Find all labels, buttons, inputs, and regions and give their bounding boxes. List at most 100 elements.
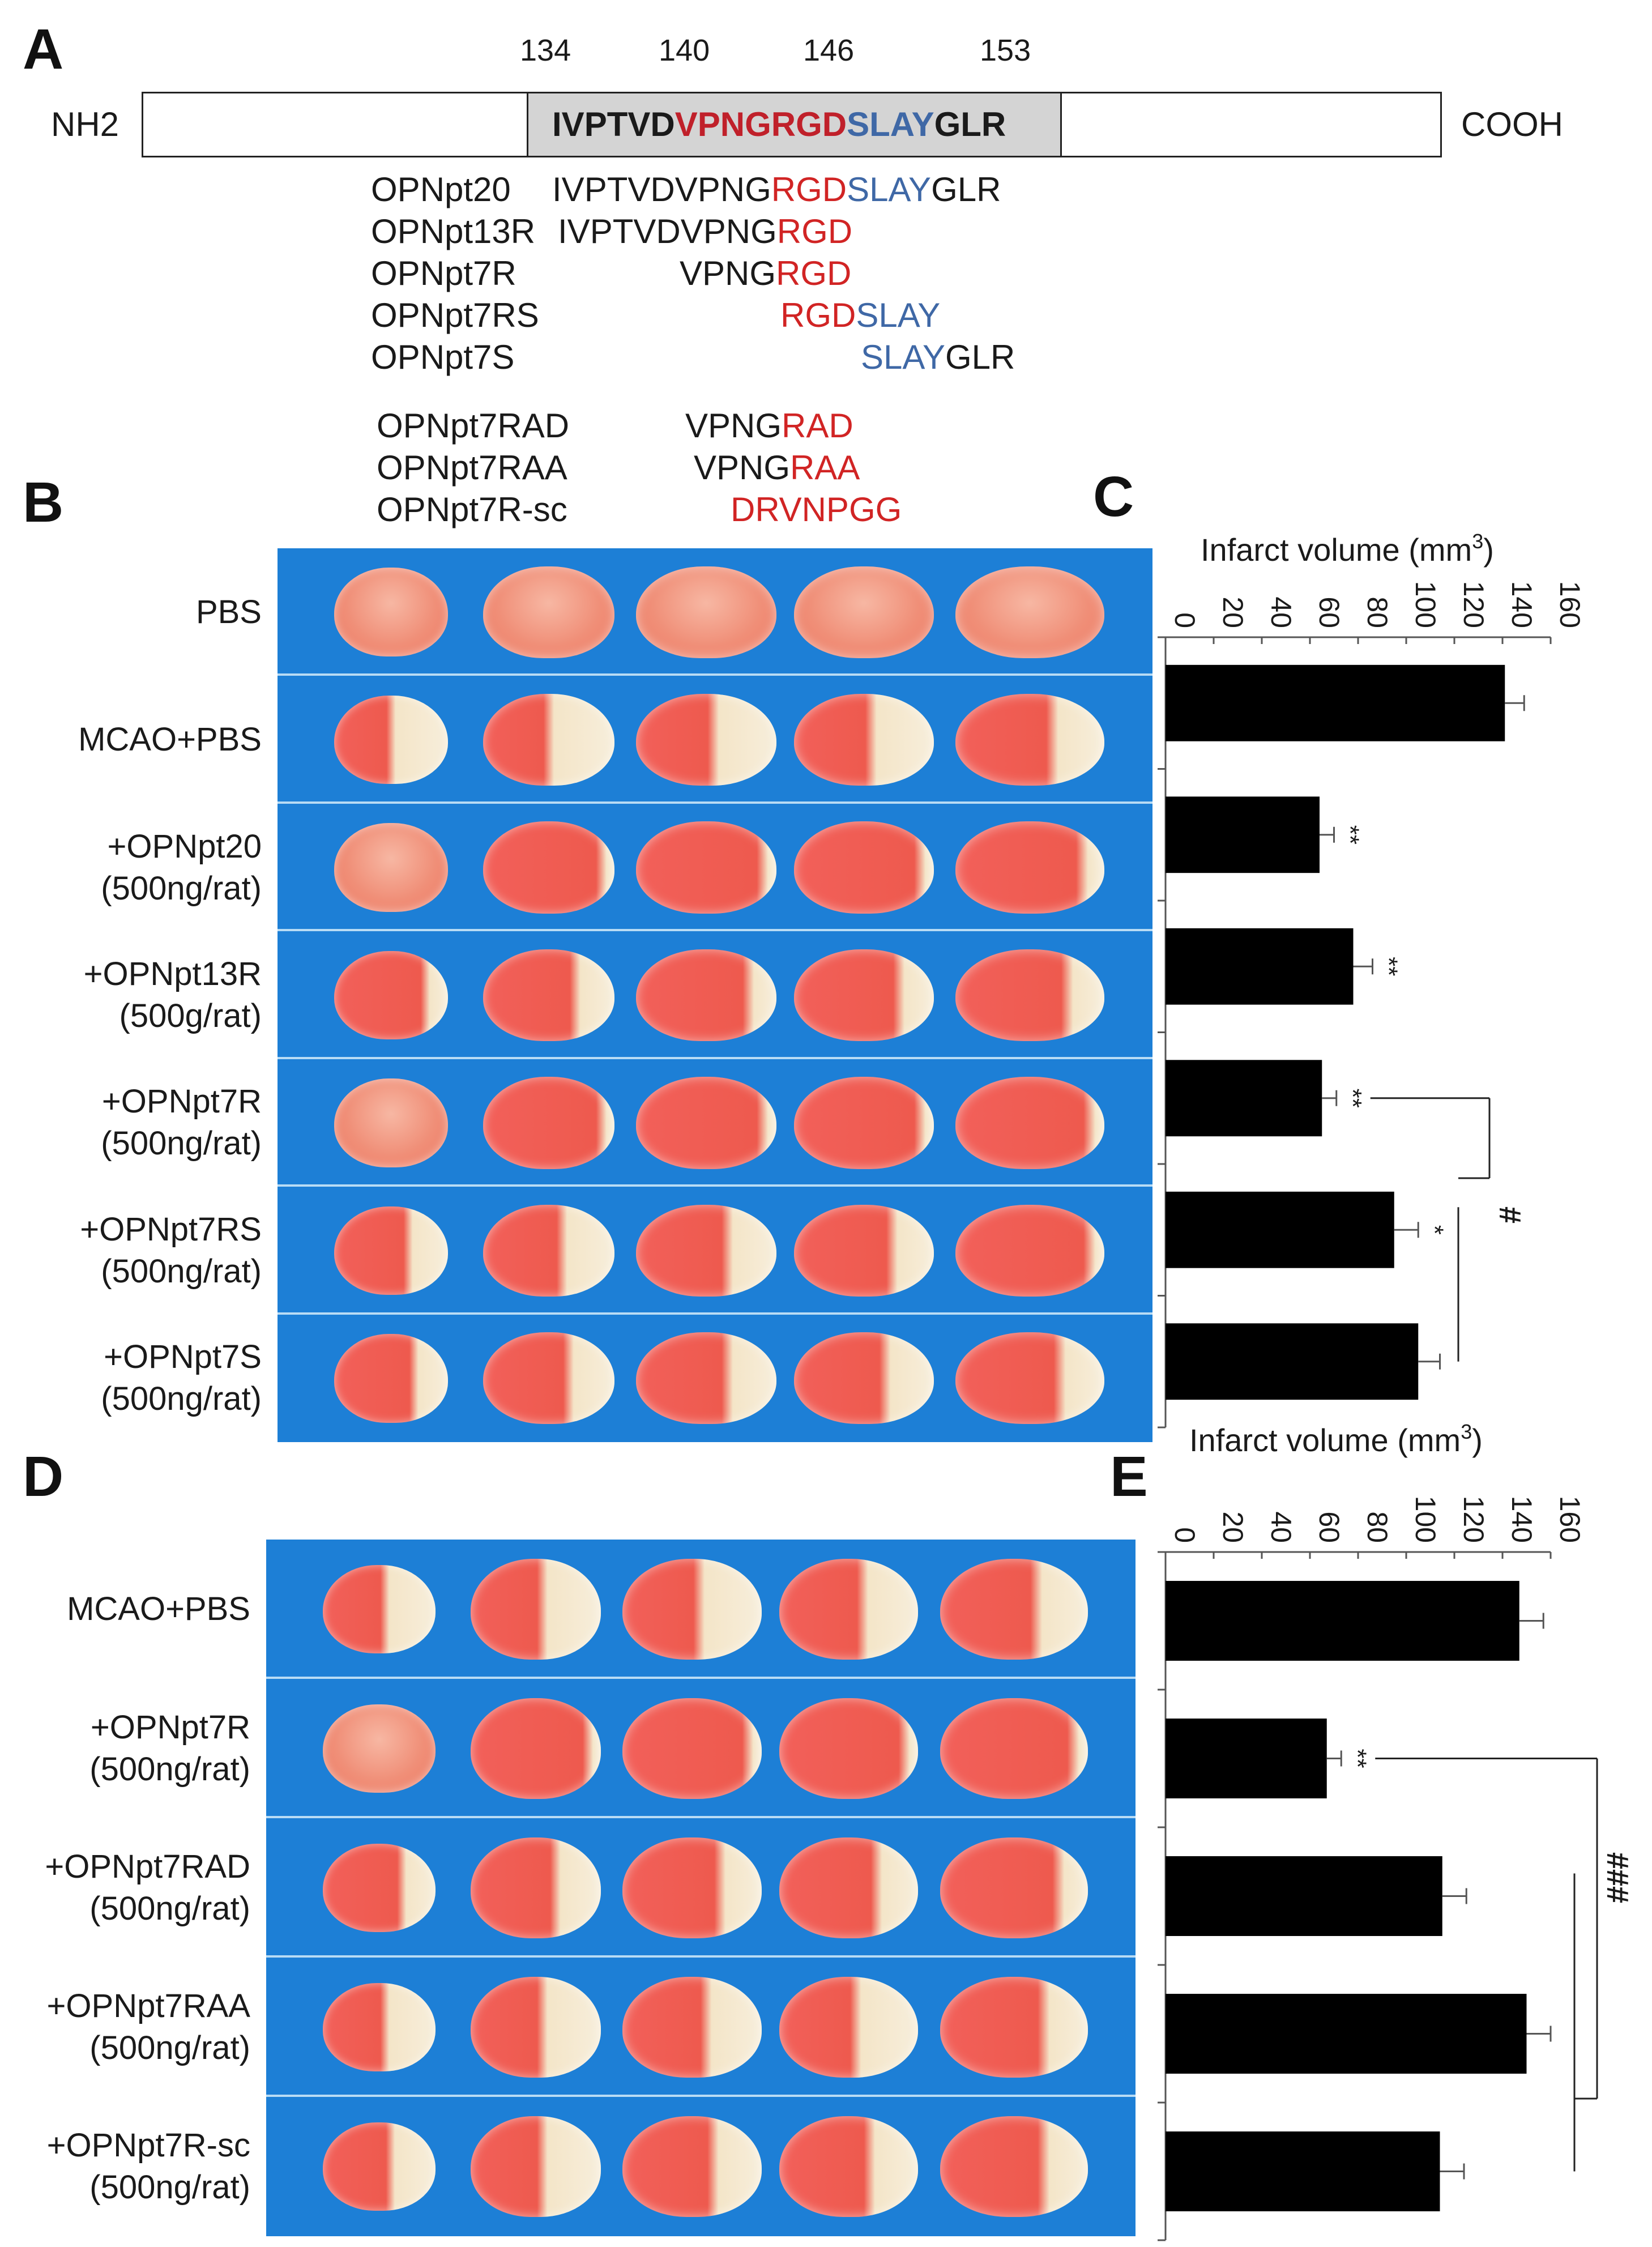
peptide-sequence-part: SLAY [856, 296, 941, 334]
row-label-name: +OPNpt7RS [80, 1210, 262, 1248]
slice-row [266, 1958, 1136, 2097]
row-label-dose: (500ng/rat) [101, 1380, 262, 1418]
bracket-significance-label: ### [1600, 1852, 1631, 1903]
bar [1166, 796, 1320, 873]
brain-slice [779, 1977, 919, 2078]
row-label: +OPNpt7R (500ng/rat) [89, 1707, 250, 1790]
brain-slice [483, 693, 614, 786]
brain-slice [636, 1204, 776, 1297]
peptide-sequence: RGDSLAY [780, 299, 940, 332]
brain-slice [636, 693, 776, 786]
brain-slice [322, 2122, 436, 2211]
brain-slice [483, 1332, 614, 1425]
peptide-sequence-part: RGD [771, 170, 847, 208]
region-seq-part: SLAY [847, 105, 934, 143]
row-label-dose: (500ng/rat) [89, 1751, 250, 1788]
chart-title: Infarct volume (mm3) [1189, 1420, 1483, 1458]
peptide-sequence: VPNGRAD [685, 409, 853, 443]
row-label-dose: (500g/rat) [119, 997, 262, 1034]
slice-row [278, 548, 1152, 676]
significance-marker: ** [1339, 1089, 1367, 1108]
peptide-sequence-part: RGD [776, 254, 852, 292]
row-label-name: MCAO+PBS [67, 1591, 250, 1627]
row-label-dose: (500ng/rat) [89, 2169, 250, 2206]
row-label-name: +OPNpt7R-sc [46, 2127, 250, 2164]
brain-slice [334, 695, 449, 784]
region-seq-part: VPNGRGD [675, 105, 847, 143]
brain-slice [322, 1704, 436, 1793]
peptide-name: OPNpt7RS [371, 296, 539, 334]
brain-slice [955, 949, 1105, 1042]
row-label: +OPNpt7RAA(500ng/rat) [47, 1985, 250, 2069]
position-label-134: 134 [520, 33, 571, 67]
peptide-sequence: DRVNPGG [731, 493, 902, 527]
x-tick-label: 80 [1361, 596, 1393, 628]
row-label-name: +OPNpt20 [107, 828, 262, 865]
x-tick-label: 60 [1313, 596, 1345, 628]
brain-slice [779, 2116, 919, 2217]
x-tick-label: 80 [1361, 1511, 1393, 1543]
x-tick-label: 140 [1506, 1496, 1538, 1543]
brain-slice [334, 950, 449, 1040]
panel-b-photo [278, 548, 1152, 1442]
brain-slice [322, 1983, 436, 2071]
x-tick-label: 20 [1217, 1511, 1249, 1543]
chart-title-text: Infarct volume (mm [1189, 1422, 1461, 1458]
brain-slice [483, 566, 614, 658]
region-seq-part: IVPTVD [552, 105, 675, 143]
x-tick-label: 100 [1410, 1496, 1441, 1543]
peptide-sequence: IVPTVDVPNGRGDSLAYGLR [552, 173, 1001, 207]
brain-slice [940, 1559, 1088, 1660]
peptide-name: OPNpt7RAA [377, 449, 567, 487]
significance-marker: ** [1337, 825, 1364, 845]
bar [1166, 1581, 1519, 1661]
brain-slice [779, 1837, 919, 1938]
peptide-sequence: VPNGRGD [680, 257, 851, 291]
slice-row [266, 1818, 1136, 1958]
row-label-name: +OPNpt7S [104, 1338, 262, 1376]
row-label-name: +OPNpt7RAD [45, 1848, 250, 1885]
peptide-region [527, 92, 1062, 157]
panel-b-letter: B [23, 471, 64, 534]
peptide-sequence: VPNGRAA [694, 451, 860, 485]
brain-slice [470, 1698, 601, 1799]
row-label-name: MCAO+PBS [78, 721, 262, 758]
bar [1166, 1191, 1394, 1268]
brain-slice [955, 693, 1105, 786]
peptide-sequence: SLAYGLR [861, 340, 1015, 374]
row-label-dose: (500ng/rat) [89, 1890, 250, 1927]
position-label-146: 146 [803, 33, 855, 67]
chart-title-superscript: 3 [1472, 530, 1483, 553]
brain-slice [334, 1206, 449, 1295]
region-seq-part: GLR [934, 105, 1006, 143]
brain-slice [955, 566, 1105, 658]
peptide-sequence-part: RGD [776, 212, 853, 250]
x-tick-label: 120 [1458, 581, 1489, 628]
bar [1166, 1994, 1527, 2074]
brain-slice [636, 821, 776, 914]
row-label-name: +OPNpt7R [90, 1709, 250, 1746]
row-label: +OPNpt7RAD (500ng/rat) [45, 1846, 250, 1930]
brain-slice [793, 821, 934, 914]
slice-row [266, 2097, 1136, 2236]
row-label: +OPNpt7S (500ng/rat) [101, 1336, 262, 1420]
brain-slice [470, 1977, 601, 2078]
slice-row [266, 1679, 1136, 1818]
row-label: +OPNpt7R-sc (500ng/rat) [47, 2125, 250, 2208]
bar [1166, 1856, 1442, 1936]
brain-slice [622, 1837, 762, 1938]
brain-slice [793, 566, 934, 658]
x-tick-label: 40 [1265, 596, 1297, 628]
brain-slice [955, 821, 1105, 914]
position-label-140: 140 [659, 33, 710, 67]
peptide-name: OPNpt13R [371, 212, 536, 250]
peptide-name: OPNpt7R [371, 254, 516, 292]
brain-slice [793, 1332, 934, 1425]
row-label-name: +OPNpt13R [83, 956, 262, 992]
bar [1166, 1060, 1322, 1137]
panel-c-letter: C [1093, 465, 1134, 528]
peptide-sequence: IVPTVDVPNGRGD [558, 215, 852, 249]
brain-slice [636, 1332, 776, 1425]
x-tick-label: 0 [1169, 612, 1201, 628]
slice-row [278, 931, 1152, 1059]
